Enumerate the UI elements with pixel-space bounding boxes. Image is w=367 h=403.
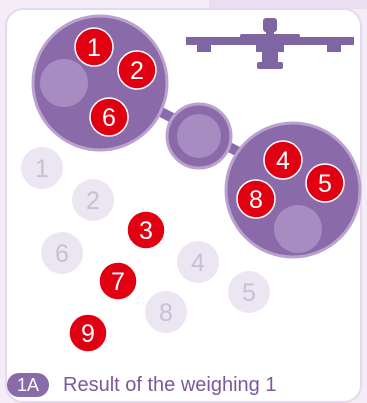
loose-coin: 8 — [145, 291, 187, 333]
svg-text:2: 2 — [86, 187, 100, 215]
right-pan-coin: 8 — [237, 180, 275, 218]
balance-pivot-slot — [177, 114, 221, 158]
svg-text:7: 7 — [111, 268, 125, 296]
svg-text:6: 6 — [55, 240, 69, 268]
left-pan-slot — [40, 59, 88, 107]
svg-text:5: 5 — [242, 279, 256, 307]
loose-coin: 1 — [21, 147, 63, 189]
figure-badge: 1A — [7, 373, 49, 397]
svg-text:1: 1 — [35, 155, 49, 183]
balance-scale-icon — [186, 18, 354, 69]
svg-text:1: 1 — [87, 34, 101, 62]
loose-coin: 7 — [99, 262, 137, 300]
right-pan-slot — [274, 205, 322, 253]
svg-text:5: 5 — [318, 170, 332, 198]
loose-coin: 4 — [177, 241, 219, 283]
left-pan-coin: 2 — [118, 51, 156, 89]
svg-text:6: 6 — [102, 104, 116, 132]
svg-text:8: 8 — [249, 186, 263, 214]
loose-coin: 6 — [41, 232, 83, 274]
loose-coin: 2 — [72, 179, 114, 221]
left-pan-coin: 6 — [90, 98, 128, 136]
svg-text:4: 4 — [276, 147, 290, 175]
svg-text:2: 2 — [130, 57, 144, 85]
svg-text:8: 8 — [159, 299, 173, 327]
caption: 1A Result of the weighing 1 — [7, 372, 276, 398]
loose-coin: 5 — [228, 271, 270, 313]
right-pan-coin: 5 — [306, 164, 344, 202]
svg-text:9: 9 — [81, 320, 95, 348]
left-pan-coin: 1 — [75, 28, 113, 66]
caption-text: Result of the weighing 1 — [63, 374, 276, 397]
svg-text:4: 4 — [191, 249, 205, 277]
right-pan-coin: 4 — [264, 141, 302, 179]
loose-coin: 9 — [69, 314, 107, 352]
svg-text:3: 3 — [139, 217, 153, 245]
loose-coin: 3 — [127, 211, 165, 249]
